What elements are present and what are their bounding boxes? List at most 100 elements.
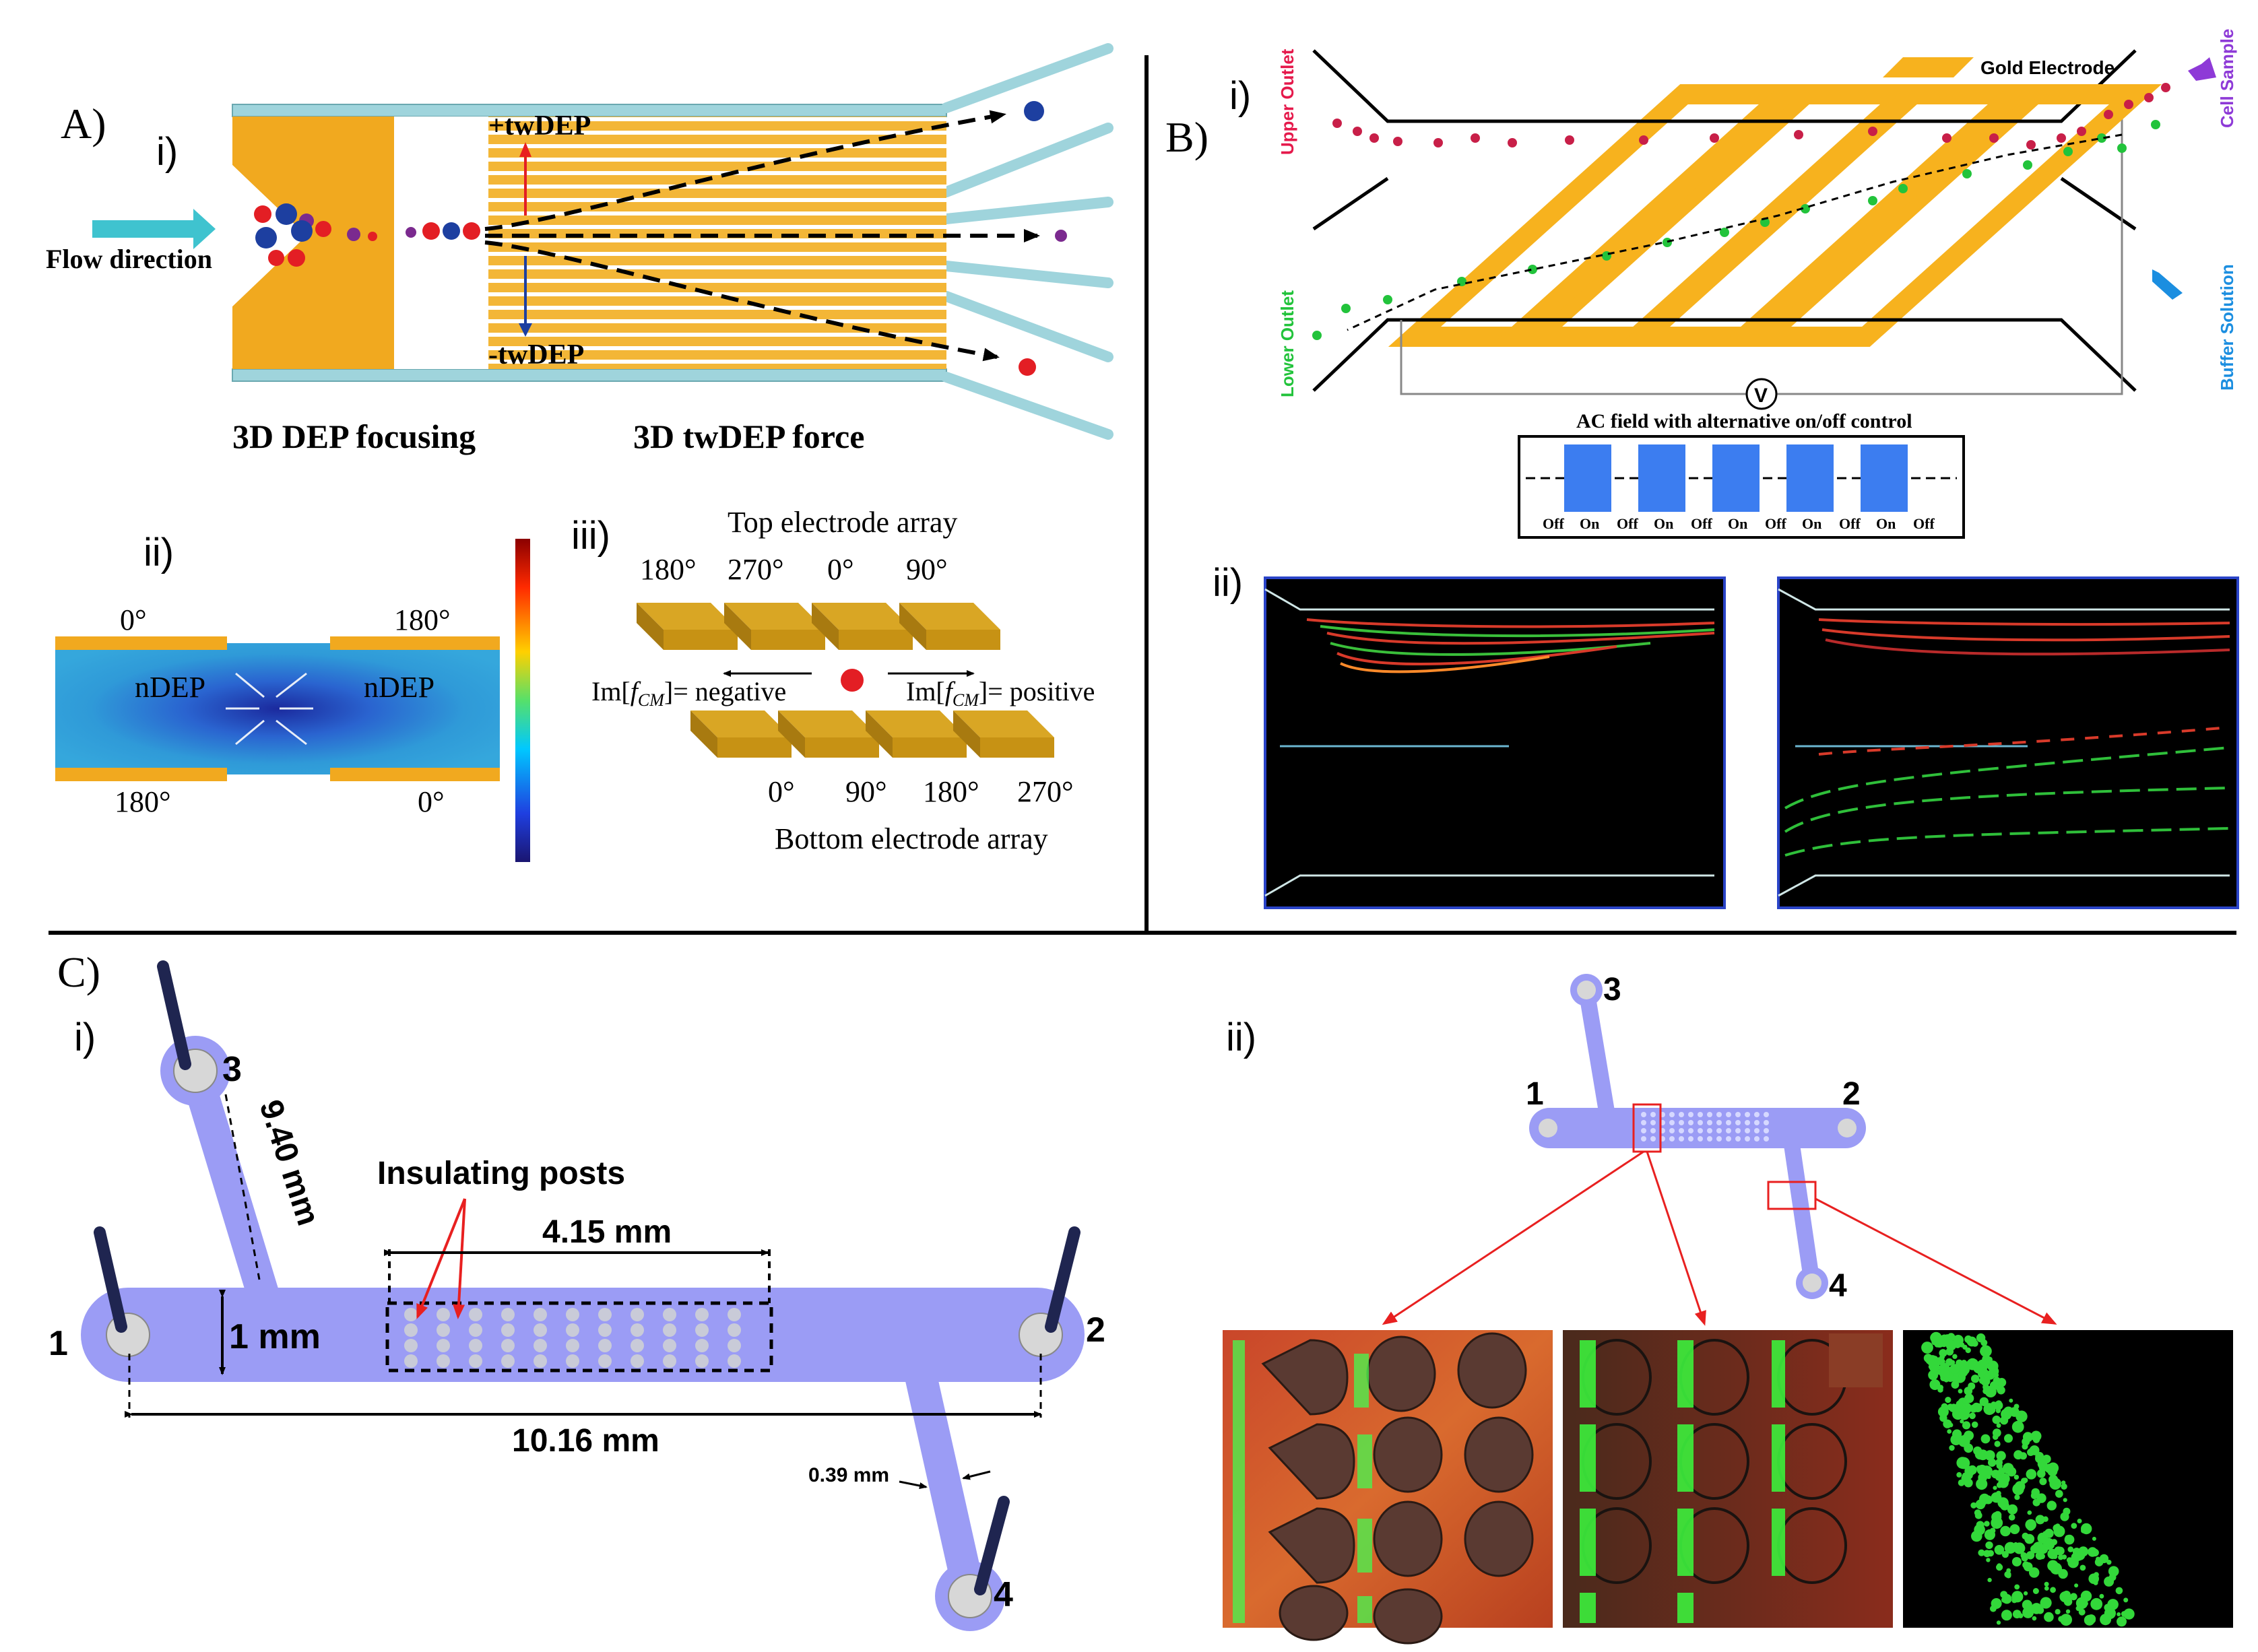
micrograph-c-2 — [1563, 1330, 1893, 1628]
ndep-label-right: nDEP — [364, 671, 434, 704]
fluorescent-cell — [1986, 1474, 1991, 1480]
panel-b-sub-i: i) — [1229, 74, 1251, 118]
voltmeter-label: V — [1754, 385, 1768, 407]
insulating-post-small — [1726, 1136, 1731, 1142]
insulating-post — [598, 1354, 612, 1368]
fluorescent-cell — [2079, 1564, 2086, 1571]
trajectory-lines — [484, 110, 1040, 362]
insulating-post — [728, 1308, 741, 1321]
outlet-branches — [941, 43, 1114, 440]
insulating-post — [566, 1354, 579, 1368]
fluorescent-cell — [2046, 1500, 2057, 1511]
svg-text:270°: 270° — [1017, 775, 1074, 808]
fluorescent-cell — [2027, 1510, 2032, 1515]
fluorescent-cell — [2014, 1481, 2026, 1492]
fluorescent-cell — [1958, 1389, 1963, 1394]
panel-b-sub-ii: ii) — [1213, 561, 1243, 605]
fluorescent-cell — [2022, 1532, 2029, 1540]
fluorescent-cell — [1998, 1467, 2005, 1475]
voltmeter-icon — [1745, 378, 1778, 410]
svg-text:Off: Off — [1543, 515, 1564, 532]
insulating-post — [663, 1339, 676, 1352]
fluorescent-cell — [2032, 1436, 2040, 1443]
fluorescent-cell — [2020, 1452, 2027, 1460]
insulating-post — [728, 1323, 741, 1337]
svg-text:Off: Off — [1839, 515, 1861, 532]
insulating-post-small — [1641, 1120, 1646, 1125]
fluorescent-cell — [1987, 1360, 1999, 1372]
fluorescent-cell — [1986, 1558, 1991, 1562]
svg-text:0°: 0° — [768, 775, 795, 808]
fluorescent-cell — [1996, 1423, 2001, 1428]
fluorescent-cell — [2024, 1591, 2028, 1595]
fluorescent-cell — [1952, 1354, 1958, 1359]
fluorescent-cell — [1996, 1482, 2003, 1488]
svg-text:90°: 90° — [906, 553, 948, 586]
insulating-post — [437, 1308, 450, 1321]
fluorescent-cell — [1993, 1372, 1999, 1379]
fluorescent-cell — [2040, 1597, 2052, 1609]
fluorescent-cell — [2009, 1524, 2020, 1535]
minus-twdep-label: -twDEP — [488, 339, 584, 370]
fluorescent-cell — [2088, 1547, 2098, 1557]
insulating-post-small — [1707, 1128, 1712, 1133]
twdep-force-label: 3D twDEP force — [633, 418, 864, 455]
svg-text:90°: 90° — [845, 775, 887, 808]
fluorescent-cell — [1964, 1478, 1973, 1488]
fluorescent-cell — [2086, 1614, 2096, 1624]
fluorescent-cell — [1991, 1598, 2002, 1609]
fluorescent-cell — [2056, 1546, 2065, 1556]
insulating-post-small — [1641, 1136, 1646, 1142]
fluorescent-cell — [1978, 1377, 1986, 1385]
fluorescent-cell — [2063, 1507, 2071, 1515]
panel-c-sub-i: i) — [74, 1016, 96, 1059]
fluorescent-cell — [2004, 1542, 2017, 1554]
insulating-post-small — [1707, 1120, 1712, 1125]
fluorescent-cell — [2044, 1581, 2049, 1587]
dim-1mm-label: 1 mm — [229, 1317, 321, 1356]
insulating-post-small — [1669, 1120, 1675, 1125]
fluorescent-cell — [1949, 1364, 1960, 1374]
fluorescent-cell — [2031, 1488, 2040, 1497]
ndep-electrode-tl — [55, 636, 227, 650]
fluorescent-cell — [1992, 1415, 2001, 1424]
upper-outlet-label: Upper Outlet — [1277, 48, 1297, 155]
insulating-post — [534, 1339, 547, 1352]
fluorescent-cell — [1997, 1497, 2009, 1509]
insulating-post — [631, 1354, 644, 1368]
fluorescent-cell — [2032, 1542, 2044, 1554]
fluorescent-cell — [2009, 1398, 2013, 1403]
insulating-post — [598, 1323, 612, 1337]
fluorescent-cell — [2013, 1542, 2018, 1547]
fluorescent-cell — [2032, 1498, 2040, 1507]
fluorescent-cell — [2061, 1483, 2067, 1490]
fluorescent-cell — [2107, 1599, 2119, 1610]
fluorescent-cell — [2077, 1519, 2082, 1523]
fluorescent-cell — [1982, 1387, 1989, 1395]
micrograph-c-1 — [1223, 1330, 1553, 1645]
insulating-post — [598, 1339, 612, 1352]
svg-text:Off: Off — [1913, 515, 1935, 532]
fluorescent-cell — [1999, 1416, 2009, 1425]
svg-text:180°: 180° — [640, 553, 697, 586]
upper-outlet-cells — [1332, 83, 2170, 150]
fluorescent-cell — [1996, 1451, 2006, 1461]
insulating-post — [501, 1339, 515, 1352]
insulating-post — [404, 1323, 418, 1337]
fluorescent-cell — [1944, 1334, 1951, 1341]
fluorescent-cell — [2049, 1467, 2057, 1474]
fluorescent-cell — [2050, 1587, 2057, 1593]
insulating-post-small — [1754, 1112, 1760, 1117]
fluorescent-cell — [1997, 1386, 2005, 1395]
im-negative-label: Im[fCM]= negative — [591, 676, 786, 710]
insulating-post — [437, 1354, 450, 1368]
fluorescent-cell — [2009, 1509, 2014, 1514]
insulating-post — [631, 1323, 644, 1337]
fluorescent-cell — [2108, 1566, 2119, 1577]
fluorescent-cell — [2076, 1555, 2082, 1561]
plus-twdep-label: +twDEP — [488, 110, 591, 141]
insulating-post-small — [1754, 1120, 1760, 1125]
insulating-post — [566, 1339, 579, 1352]
buffer-arrow-icon — [2152, 269, 2183, 300]
ndep-colorbar — [515, 539, 530, 862]
